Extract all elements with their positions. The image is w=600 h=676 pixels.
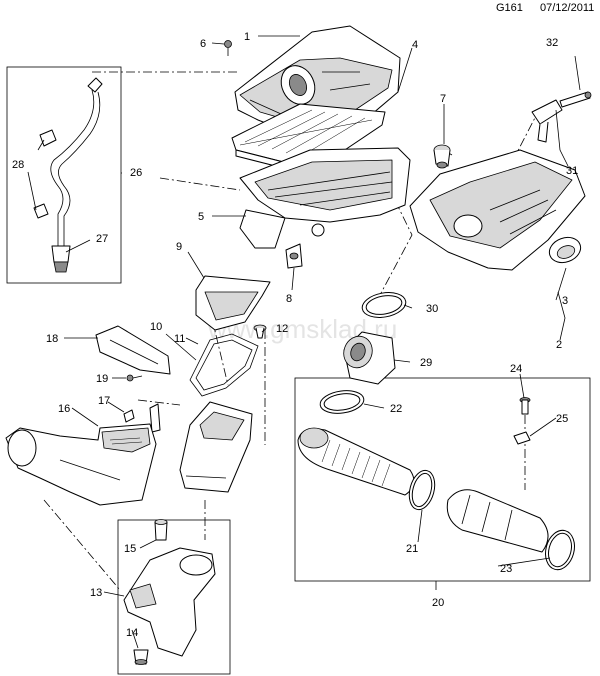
intake-hose-20	[297, 427, 415, 496]
mass-airflow-sensor-29	[343, 331, 396, 385]
callout-30: 30	[426, 303, 438, 315]
air-cleaner-housing-lower	[239, 147, 411, 249]
screw-6	[224, 40, 232, 56]
callout-32: 32	[546, 37, 558, 49]
intake-snorkel-16	[5, 423, 157, 506]
callout-16: 16	[58, 403, 70, 415]
bolt-32	[559, 91, 592, 108]
group-box-13	[117, 519, 231, 675]
callout-4: 4	[412, 39, 418, 51]
breather-hose-assembly	[33, 77, 103, 273]
inlet-duct-assembly-13	[123, 547, 216, 657]
diagram-date: 07/12/2011	[540, 2, 595, 14]
grommet-7	[433, 144, 451, 169]
callout-20: 20	[432, 597, 444, 609]
callout-17: 17	[98, 395, 110, 407]
callout-1: 1	[244, 31, 250, 43]
group-box-20	[294, 377, 591, 582]
callout-21: 21	[406, 543, 418, 555]
callout-24: 24	[510, 363, 522, 375]
callout-26: 26	[130, 167, 142, 179]
rubber-mount-8	[285, 243, 303, 269]
gasket-11	[189, 333, 259, 397]
clip-12	[253, 324, 267, 339]
callout-31: 31	[566, 165, 578, 177]
callout-28: 28	[12, 159, 24, 171]
fastener-15	[154, 519, 168, 541]
callout-5: 5	[198, 211, 204, 223]
cap-3	[548, 236, 582, 264]
sensor-31	[531, 99, 563, 143]
callout-11: 11	[174, 333, 185, 345]
callout-12: 12	[276, 323, 288, 335]
callout-14: 14	[126, 627, 138, 639]
callout-8: 8	[286, 293, 292, 305]
screw-19	[126, 374, 143, 382]
engine-cover	[409, 149, 586, 271]
bracket-18	[95, 325, 171, 375]
clamp-21	[408, 469, 436, 511]
callout-2: 2	[556, 339, 562, 351]
callout-15: 15	[124, 543, 136, 555]
clamp-23	[545, 529, 575, 571]
callout-6: 6	[200, 38, 206, 50]
callout-3: 3	[562, 295, 568, 307]
fastener-14	[133, 649, 149, 665]
callout-18: 18	[46, 333, 58, 345]
air-duct-10	[179, 401, 253, 493]
bolt-24	[519, 397, 531, 415]
clip-25	[513, 431, 531, 445]
callout-7: 7	[440, 93, 446, 105]
callout-10: 10	[150, 321, 162, 333]
clamp-30	[361, 292, 407, 318]
callout-29: 29	[420, 357, 432, 369]
callout-9: 9	[176, 241, 182, 253]
clamp-22	[319, 390, 365, 414]
intake-tube	[446, 489, 549, 553]
callout-23: 23	[500, 563, 512, 575]
screw-17	[123, 403, 161, 433]
resonator-9	[195, 275, 271, 331]
callout-19: 19	[96, 373, 108, 385]
diagram-code: G161	[496, 2, 523, 14]
callout-27: 27	[96, 233, 108, 245]
callout-13: 13	[90, 587, 102, 599]
callout-22: 22	[390, 403, 402, 415]
callout-25: 25	[556, 413, 568, 425]
group-box-26	[6, 66, 122, 284]
